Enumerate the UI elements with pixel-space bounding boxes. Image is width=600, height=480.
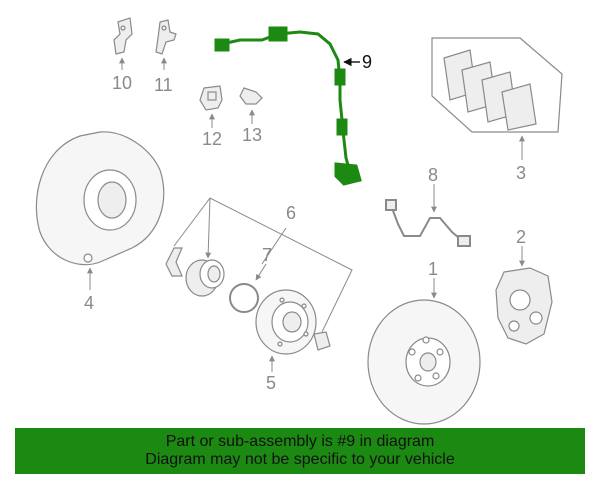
callout-5: 5 (266, 373, 277, 393)
callout-9: 9 (362, 52, 373, 72)
part-9-abs-sensor-harness (214, 26, 362, 186)
callout-1: 1 (428, 259, 439, 279)
part-4-dust-shield (35, 131, 165, 266)
callout-4: 4 (84, 293, 95, 313)
part-12-clip (199, 85, 223, 111)
leader-6-lines (173, 197, 353, 333)
callout-6: 6 (286, 203, 297, 223)
part-11-bracket (155, 19, 177, 55)
diagram-notice-banner: Part or sub-assembly is #9 in diagram Di… (15, 428, 585, 474)
callout-13: 13 (242, 125, 263, 145)
callout-8: 8 (428, 165, 439, 185)
callout-3: 3 (516, 163, 527, 183)
part-8-brake-hose (385, 199, 471, 247)
part-13-clip (239, 87, 263, 105)
callout-12: 12 (202, 129, 223, 149)
callout-11: 11 (154, 75, 173, 95)
leader-7 (255, 263, 267, 281)
callout-10: 10 (112, 73, 133, 93)
part-6-bearing-kit (165, 247, 331, 351)
part-3-brake-pad-set (431, 37, 563, 133)
part-10-bracket (113, 17, 133, 55)
part-7-snap-ring (229, 283, 259, 313)
callout-7: 7 (262, 245, 273, 265)
callout-2: 2 (516, 227, 527, 247)
banner-line-2: Diagram may not be specific to your vehi… (145, 451, 455, 468)
part-2-caliper (495, 267, 553, 345)
banner-line-1: Part or sub-assembly is #9 in diagram (165, 433, 435, 450)
part-1-brake-rotor (367, 299, 481, 425)
part-5-hub (255, 289, 317, 355)
